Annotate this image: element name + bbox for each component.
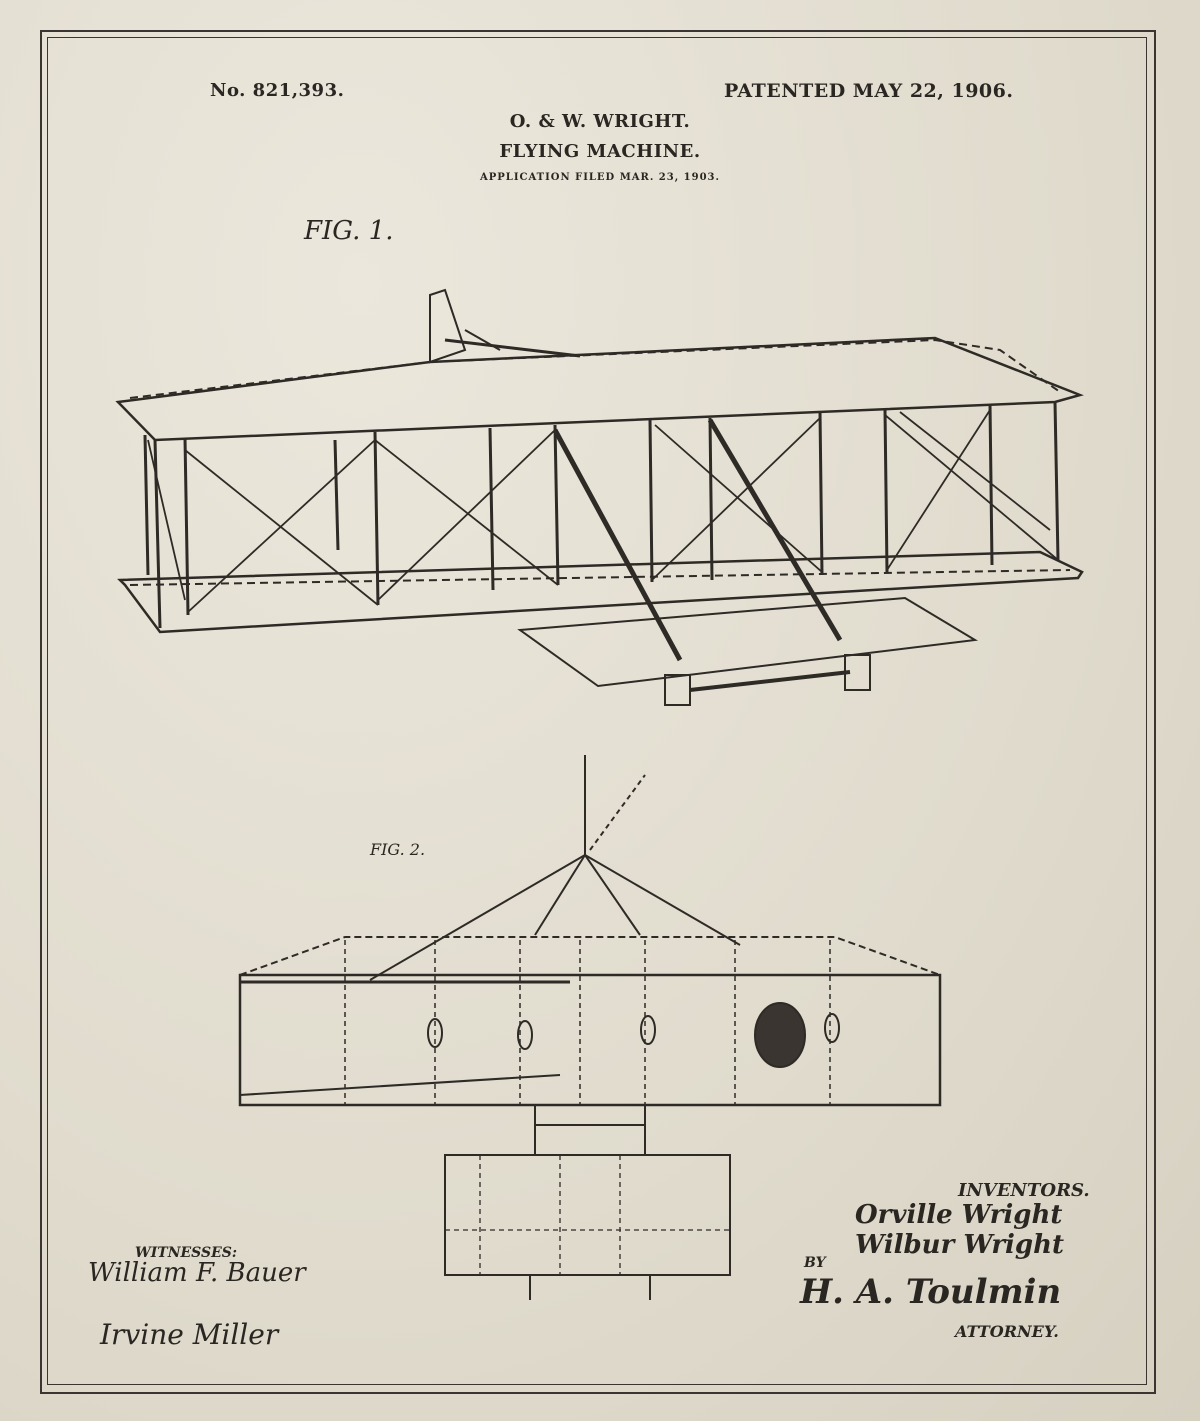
border-outer (40, 30, 1156, 1394)
fig2-top-view (238, 755, 942, 1300)
inventor-wilbur: Wilbur Wright (855, 1230, 1065, 1260)
patent-title: FLYING MACHINE. (499, 141, 701, 162)
inventors-short: O. & W. WRIGHT. (509, 111, 691, 132)
inventor-orville: Orville Wright (855, 1200, 1063, 1230)
witness-signature-2: Irvine Miller (100, 1318, 279, 1351)
attorney-signature: H. A. Toulmin (800, 1272, 1062, 1312)
border-inner (47, 37, 1147, 1385)
inventors-label: INVENTORS. (958, 1180, 1090, 1201)
application-filed: APPLICATION FILED MAR. 23, 1903. (479, 172, 720, 183)
patent-number: No. 821,393. (210, 80, 345, 101)
fig2-label: FIG. 2. (370, 840, 426, 859)
fig1-label: FIG. 1. (304, 216, 394, 246)
patent-date: PATENTED MAY 22, 1906. (724, 80, 1014, 102)
attorney-label: ATTORNEY. (955, 1322, 1059, 1341)
fig1-biplane (115, 288, 1084, 706)
witness-signature-1: William F. Bauer (88, 1258, 306, 1288)
by-label: BY (804, 1255, 826, 1271)
witnesses-label: WITNESSES: (135, 1245, 238, 1261)
